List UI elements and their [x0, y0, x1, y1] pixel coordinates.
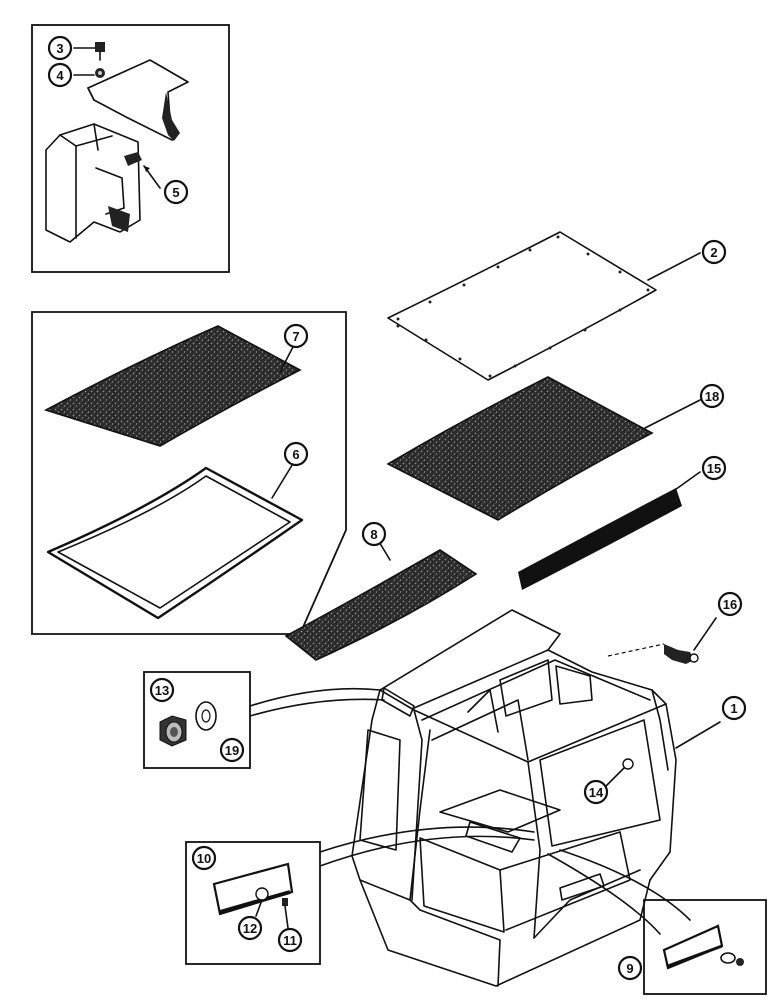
callout-label: 19	[225, 743, 239, 758]
callout-label: 10	[197, 851, 211, 866]
callout-label: 4	[56, 68, 64, 83]
callout-16: 16	[717, 591, 743, 617]
callout-label: 13	[155, 683, 169, 698]
inset-panel-part-9	[547, 849, 767, 995]
inside-mirror-part	[662, 924, 744, 970]
callout-label: 11	[283, 933, 297, 948]
washer-part	[195, 701, 217, 731]
screw-part	[73, 42, 105, 61]
headliner-insulation	[386, 376, 701, 521]
callout-label: 15	[707, 461, 721, 476]
callout-10: 10	[191, 845, 217, 871]
bracket-plate	[87, 59, 189, 141]
mirror-part	[212, 862, 294, 916]
callout-2: 2	[701, 239, 727, 265]
inset-panel-parts-6-7	[31, 311, 347, 635]
inset-panel-parts-3-4-5	[31, 24, 230, 273]
mirror-screw-part	[282, 898, 289, 929]
inset-panel-parts-13-19	[143, 671, 385, 769]
seal-strip	[518, 471, 701, 590]
fastener-part	[607, 617, 717, 664]
callout-label: 6	[292, 447, 299, 462]
clip-part	[124, 152, 161, 189]
callout-19: 19	[219, 737, 245, 763]
callout-9: 9	[617, 955, 643, 981]
callout-3: 3	[47, 35, 73, 61]
callout-label: 2	[710, 245, 717, 260]
cab-frame	[351, 609, 721, 987]
plug-part-on-frame	[622, 758, 634, 770]
callout-label: 7	[292, 329, 299, 344]
cab-housing-corner	[45, 123, 141, 243]
callout-label: 8	[370, 527, 377, 542]
inset-panel-parts-10-11-12	[185, 826, 535, 965]
nut-part	[73, 68, 105, 78]
callout-18: 18	[699, 383, 725, 409]
callout-label: 16	[723, 597, 737, 612]
callout-7: 7	[283, 323, 309, 349]
callout-8: 8	[361, 521, 387, 547]
callout-label: 12	[243, 921, 257, 936]
grommet-part	[159, 715, 187, 747]
callout-label: 5	[172, 185, 179, 200]
callout-label: 1	[730, 701, 737, 716]
roof-panel	[387, 231, 701, 381]
callout-label: 18	[705, 389, 719, 404]
callout-label: 3	[56, 41, 63, 56]
callout-label: 9	[626, 961, 633, 976]
callout-4: 4	[47, 62, 73, 88]
callout-15: 15	[701, 455, 727, 481]
callout-12: 12	[237, 915, 263, 941]
callout-5: 5	[163, 179, 189, 205]
callout-6: 6	[283, 441, 309, 467]
callout-11: 11	[277, 927, 303, 953]
callout-1: 1	[721, 695, 747, 721]
callout-13: 13	[149, 677, 175, 703]
callout-label: 14	[589, 785, 604, 800]
mirror-bracket-part	[255, 887, 269, 917]
callout-14: 14	[583, 767, 625, 805]
